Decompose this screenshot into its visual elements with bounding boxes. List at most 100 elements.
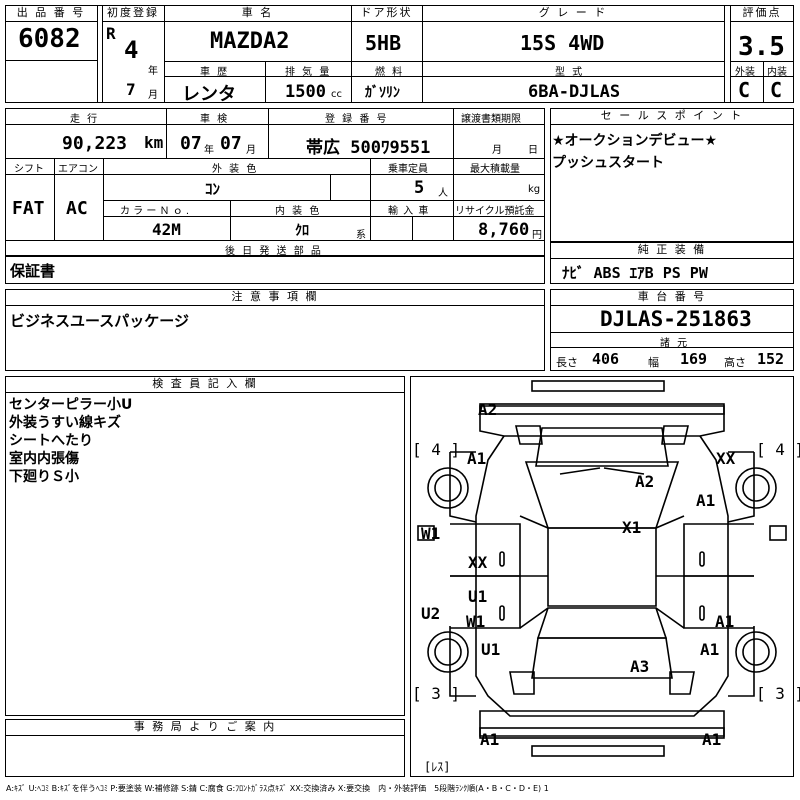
- inspector-note-1: センターピラー小U: [9, 397, 133, 413]
- import-header: 輸 入 車: [388, 206, 430, 217]
- aircon: AC: [66, 198, 88, 219]
- inspector-box: [5, 376, 405, 716]
- exterior-color-header: 外 装 色: [212, 164, 259, 175]
- mileage-unit: km: [144, 133, 164, 152]
- later-parts-box: [5, 256, 545, 284]
- capacity: 5: [414, 178, 425, 198]
- score-header: 評価点: [730, 5, 794, 22]
- mileage-header: 走 行: [70, 114, 100, 125]
- mark-roof: X1: [622, 518, 642, 537]
- mark-left-rear-fender: U1: [481, 640, 501, 659]
- lot-no-header: 出 品 番 号: [5, 5, 97, 22]
- mark-left-rear-door-u: U1: [468, 587, 488, 606]
- max-load-unit: kg: [528, 184, 541, 195]
- reg-no-header: 登 録 番 号: [325, 114, 389, 125]
- later-parts: 保証書: [10, 262, 56, 280]
- interior-color-header: 内 装 色: [275, 206, 322, 217]
- fuel: ｶﾞｿﾘﾝ: [365, 85, 400, 101]
- length: 406: [592, 350, 620, 368]
- later-parts-header: 後 日 発 送 部 品: [225, 246, 323, 257]
- ext-header: 外装: [735, 67, 755, 78]
- mark-left-front-door: W1: [421, 524, 441, 543]
- height: 152: [757, 350, 785, 368]
- tire-rear-left: [ 3 ]: [412, 684, 461, 703]
- sales-point-1: ★オークションデビュー★: [552, 133, 718, 149]
- aircon-header: エアコン: [58, 164, 98, 175]
- shift: FAT: [12, 198, 45, 219]
- ext-score: C: [738, 78, 751, 102]
- tire-rear-right: [ 3 ]: [756, 684, 800, 703]
- mark-right-rear-fender: A1: [700, 640, 720, 659]
- mark-hood: A2: [635, 472, 655, 491]
- mileage: 90,223: [62, 133, 128, 154]
- inspector-note-4: 室内内張傷: [9, 451, 79, 467]
- mark-rear-bumper-right: A1: [702, 730, 722, 749]
- color-number: 42M: [152, 220, 181, 239]
- inspector-header: 検 査 員 記 入 欄: [5, 376, 405, 393]
- inspection-header: 車 検: [200, 114, 230, 125]
- inspector-note-3: シートへたり: [9, 433, 93, 449]
- notes: ビジネスユースパッケージ: [10, 312, 189, 330]
- car-diagram: [417, 380, 787, 757]
- width: 169: [680, 350, 708, 368]
- capacity-unit: 人: [438, 188, 448, 199]
- shift-header: シフト: [14, 164, 44, 175]
- chassis-header: 車 台 番 号: [550, 289, 794, 306]
- spec-sheet: [5, 108, 545, 256]
- mark-left-rear-door-w: W1: [466, 612, 486, 631]
- model-code: 6BA-DJLAS: [528, 82, 621, 102]
- lot-no: 6082: [18, 24, 81, 54]
- tire-front-right: [ 4 ]: [756, 440, 800, 459]
- mark-right-rear-door: A1: [715, 612, 735, 631]
- sales-point-2: プッシュスタート: [552, 155, 664, 171]
- chassis-number: DJLAS-251863: [600, 307, 752, 331]
- inspection-year-unit: 年: [204, 145, 214, 156]
- deadline-month-unit: 月: [492, 145, 502, 156]
- mark-left-rocker: U2: [421, 604, 441, 623]
- interior-color-suffix: 系: [356, 230, 366, 241]
- max-load-header: 最大積載量: [470, 164, 520, 175]
- inspection-month: 07: [220, 133, 242, 154]
- chassis-box: [550, 289, 794, 371]
- sales-point-box: [550, 108, 794, 242]
- mark-front-right-fender: XX: [716, 449, 736, 468]
- mark-front-bumper: A2: [478, 400, 498, 419]
- displacement: 1500: [285, 82, 326, 102]
- length-label: 長さ: [556, 356, 578, 369]
- grade: 15S 4WD: [520, 31, 605, 55]
- width-label: 幅: [648, 356, 659, 369]
- notes-box: [5, 289, 545, 371]
- inspector-note-2: 外装うすい線キズ: [9, 415, 121, 431]
- office-box: [5, 719, 405, 777]
- model-code-header: 型 式: [555, 67, 585, 78]
- recycle-deposit: 8,760: [478, 220, 530, 240]
- sales-point-header: セ ー ル ス ポ イ ン ト: [550, 108, 794, 125]
- dims-header: 諸 元: [660, 338, 690, 349]
- grade-header: グ レ ー ド: [422, 5, 724, 22]
- reg-year-unit: 年: [148, 66, 158, 77]
- deadline-header: 譲渡書類期限: [461, 114, 521, 125]
- legend: A:ｷｽﾞ U:ﾍｺﾐ B:ｷｽﾞを伴うﾍｺﾐ P:要塗装 W:補修跡 S:錆 …: [6, 784, 549, 793]
- inspection-year: 07: [180, 133, 202, 154]
- deadline-day-unit: 日: [528, 145, 538, 156]
- door-type: 5HB: [365, 31, 402, 55]
- reg-month: 7: [126, 80, 136, 99]
- exterior-color: ｺﾝ: [205, 180, 221, 198]
- office-header: 事 務 局 よ り ご 案 内: [5, 719, 405, 736]
- mark-right-front-door: A1: [696, 491, 716, 510]
- displacement-unit: cc: [331, 89, 342, 100]
- interior-color: ｸﾛ: [295, 223, 309, 239]
- genuine-equipment: ﾅﾋﾞ ABS ｴｱB PS PW: [562, 264, 708, 282]
- color-no-header: カ ラ ー Ｎ ｏ .: [120, 206, 190, 217]
- tire-front-left: [ 4 ]: [412, 440, 461, 459]
- mark-trunk: A3: [630, 657, 650, 676]
- reg-month-unit: 月: [148, 90, 158, 101]
- mark-front-left-fender: A1: [467, 449, 487, 468]
- notes-header: 注 意 事 項 欄: [5, 289, 545, 306]
- score: 3.5: [738, 32, 785, 62]
- history-header: 車 歴: [200, 67, 230, 78]
- mark-rear-bumper-left: A1: [480, 730, 500, 749]
- capacity-header: 乗車定員: [388, 164, 428, 175]
- reg-year: 4: [124, 36, 139, 64]
- int-header: 内装: [767, 67, 787, 78]
